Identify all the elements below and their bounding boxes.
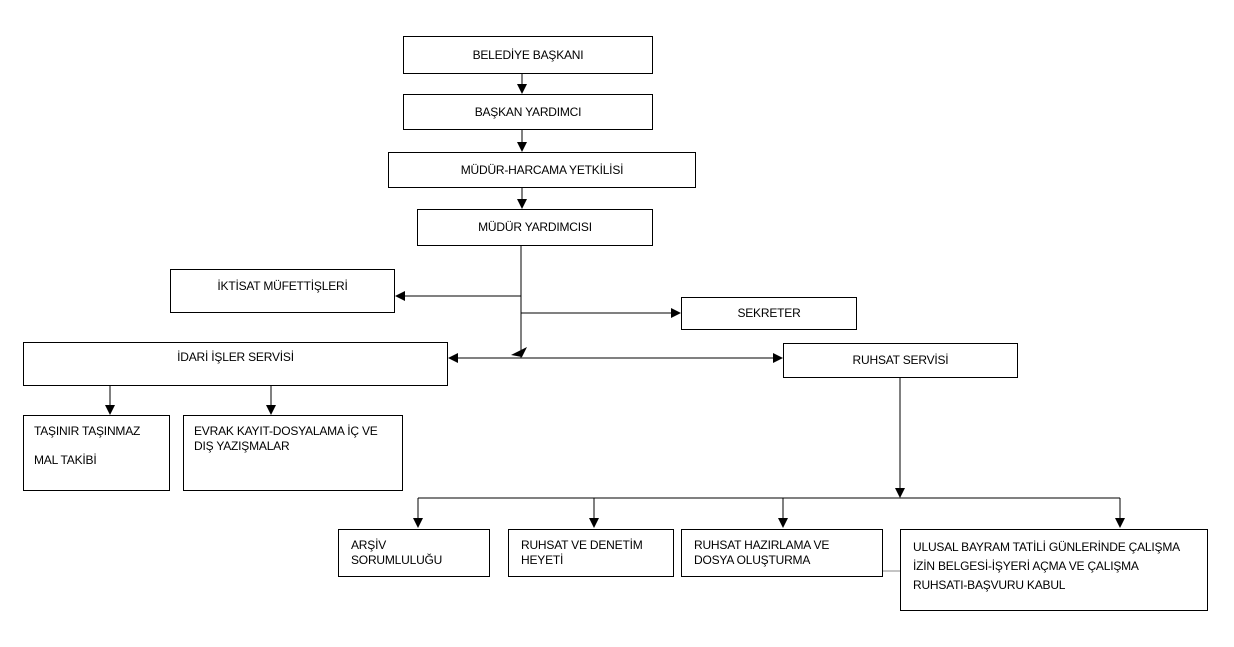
- node-idari-isler-servisi: İDARİ İŞLER SERVİSİ: [23, 342, 448, 386]
- node-label: RUHSAT SERVİSİ: [852, 353, 949, 367]
- node-tasinir-tasinmaz: TAŞINIR TAŞINMAZ MAL TAKİBİ: [23, 415, 170, 491]
- node-label: BAŞKAN YARDIMCI: [474, 104, 582, 119]
- node-evrak-kayit: EVRAK KAYIT-DOSYALAMA İÇ VE DIŞ YAZIŞMAL…: [183, 415, 403, 491]
- node-label-line-1: RUHSAT HAZIRLAMA VE: [694, 538, 830, 552]
- node-ulusal-bayram-izin: ULUSAL BAYRAM TATİLİ GÜNLERİNDE ÇALIŞMA …: [900, 529, 1208, 611]
- node-label-line-3: RUHSATI-BAŞVURU KABUL: [913, 578, 1066, 592]
- node-arsiv-sorumlulugu: ARŞİV SORUMLULUĞU: [338, 529, 490, 577]
- node-baskan-yardimci: BAŞKAN YARDIMCI: [403, 94, 653, 130]
- node-ruhsat-hazirlama: RUHSAT HAZIRLAMA VE DOSYA OLUŞTURMA: [681, 529, 883, 577]
- node-iktisat-mufettisleri: İKTİSAT MÜFETTİŞLERİ: [170, 269, 395, 313]
- node-label: BELEDİYE BAŞKANI: [472, 47, 584, 62]
- node-label: MÜDÜR-HARCAMA YETKİLİSİ: [460, 162, 624, 177]
- node-sekreter: SEKRETER: [681, 297, 857, 330]
- node-label-line-1: TAŞINIR TAŞINMAZ: [34, 424, 141, 438]
- node-label-line-1: ULUSAL BAYRAM TATİLİ GÜNLERİNDE ÇALIŞMA: [913, 540, 1180, 554]
- node-label: İKTİSAT MÜFETTİŞLERİ: [217, 279, 348, 293]
- trunk-arrowhead: [511, 347, 527, 357]
- node-mudur-harcama-yetkilisi: MÜDÜR-HARCAMA YETKİLİSİ: [388, 152, 696, 188]
- node-label-line-2: DIŞ YAZIŞMALAR: [194, 439, 290, 453]
- node-ruhsat-denetim-heyeti: RUHSAT VE DENETİM HEYETİ: [508, 529, 674, 577]
- node-label-line-2: SORUMLULUĞU: [351, 553, 443, 567]
- node-label: MÜDÜR YARDIMCISI: [478, 220, 592, 234]
- node-label-line-2: HEYETİ: [521, 553, 564, 567]
- node-ruhsat-servisi: RUHSAT SERVİSİ: [783, 343, 1018, 378]
- node-label: İDARİ İŞLER SERVİSİ: [177, 350, 294, 364]
- node-belediye-baskani: BELEDİYE BAŞKANI: [403, 36, 653, 74]
- node-label-line-2: İZİN BELGESİ-İŞYERİ AÇMA VE ÇALIŞMA: [913, 559, 1139, 573]
- node-mudur-yardimcisi: MÜDÜR YARDIMCISI: [417, 209, 653, 246]
- node-label: SEKRETER: [737, 306, 801, 320]
- node-label-line-2: MAL TAKİBİ: [34, 453, 97, 467]
- node-label-line-1: EVRAK KAYIT-DOSYALAMA İÇ VE: [194, 424, 378, 438]
- node-label-line-2: DOSYA OLUŞTURMA: [694, 553, 811, 567]
- node-label-line-1: RUHSAT VE DENETİM: [521, 538, 643, 552]
- node-label-line-1: ARŞİV: [351, 538, 387, 552]
